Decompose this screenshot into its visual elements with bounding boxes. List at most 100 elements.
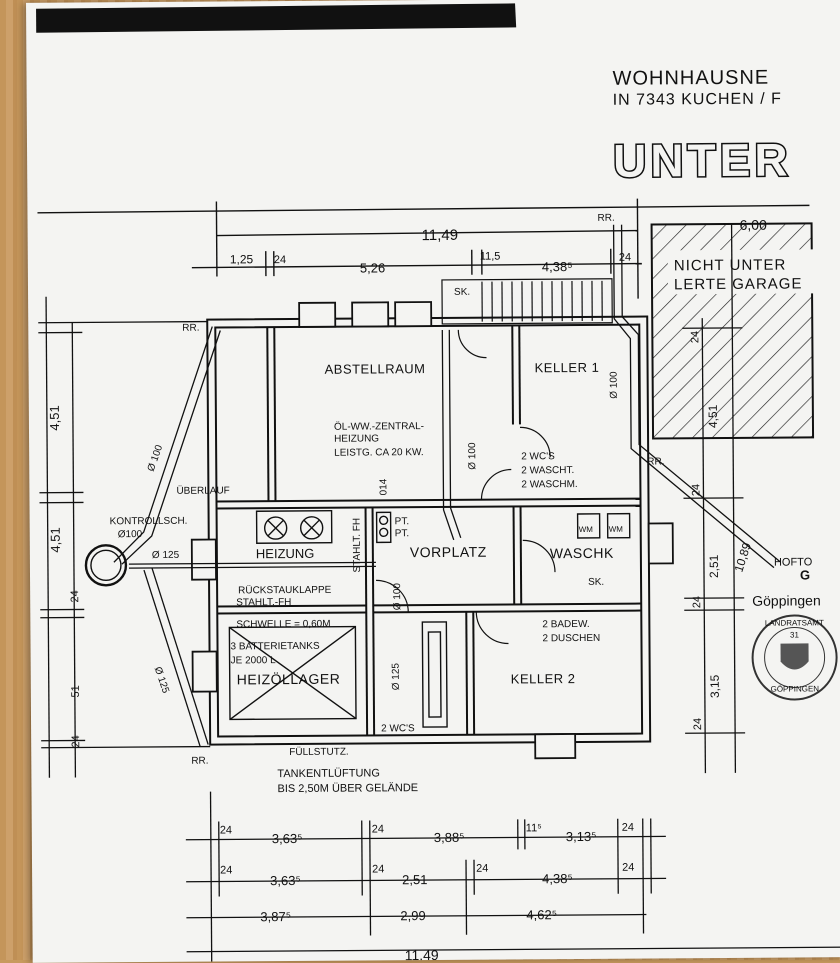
rr-label-4: RR. [191,756,208,767]
plumbing-wc-label: 2 WC'S [521,451,555,462]
dim-left-d: 51 [70,685,82,697]
manhole-symbol [86,545,126,585]
dim-bot2-c: 24 [372,863,384,875]
garage-label-line1: NICHT UNTER [674,257,787,275]
dim-bottom-total: 11,49 [405,947,439,963]
rueckstauklappe-label: RÜCKSTAUKLAPPE [238,584,332,597]
rr-label-3: RR. [647,456,664,467]
stahlt-fh-label: STAHLT. FH [352,518,363,573]
dim-top-f: 24 [619,252,631,264]
dim-left-b: 4,51 [48,527,63,552]
room-abstellraum: ABSTELLRAUM [325,361,426,377]
header-big-title: UNTER [613,134,792,187]
dim-bot1-e: 11⁵ [526,822,542,834]
wm-label-2: WM [609,525,624,534]
fuellstutzen-label: FÜLLSTUTZ. [289,746,349,758]
room-heizoellager: HEIZÖLLAGER [237,670,341,688]
sk-label-top: SK. [454,287,470,298]
dim-right-a: 24 [689,331,701,343]
dim-bot2-b: 3,63⁵ [270,873,301,888]
dim-right-d: 2,51 [707,554,721,578]
tanks-label-2: JE 2000 L [231,655,277,666]
dim-bot2-g: 24 [622,862,634,874]
pipe-d100-a: Ø 100 [146,443,166,473]
pipe-d125-a: Ø 125 [152,550,180,561]
dim-bot1-b: 3,63⁵ [272,831,303,846]
pipe-d100-b: Ø 100 [609,371,620,399]
windows [190,300,674,760]
pipe-d125-b: Ø 125 [152,665,171,695]
stamp-city: Göppingen [752,592,821,608]
room-vorplatz: VORPLATZ [410,544,487,561]
dim-bot3-b: 2,99 [400,908,425,923]
schwelle-label: SCHWELLE = 0,60M [236,619,330,631]
dim-bot2-a: 24 [220,864,232,876]
dim-bot3-a: 3,87⁵ [260,909,291,924]
dim-left-c: 24 [69,590,81,602]
dim-bot2-f: 4,38⁵ [542,871,573,886]
rr-label-1: RR. [182,323,199,334]
dim-bot1-f: 3,13⁵ [566,829,597,844]
dim-top-d: 11,5 [480,251,501,263]
room-keller2: KELLER 2 [511,671,576,686]
official-seal-stamp: LANDRATSAMT 31 GÖPPINGEN [752,615,837,700]
rr-label-2: RR. [597,213,614,224]
heating-note-1: ÖL-WW.-ZENTRAL- [334,420,424,433]
pt-label-2: PT. [395,528,410,539]
scan-top-bar [36,3,516,32]
badewannen-label: 2 BADEW. [542,619,589,630]
label-014: 014 [378,478,389,495]
heating-note-3: LEISTG. CA 20 KW. [334,447,424,459]
stamp-ring-bottom: GÖPPINGEN [771,684,820,693]
dim-top-c: 5,26 [360,260,385,275]
dim-bot1-a: 24 [220,824,232,836]
dim-top-b: 24 [274,254,286,266]
dim-right-c: 24 [690,484,702,496]
kontrollschacht-label: KONTROLLSCH. [110,516,188,528]
dim-right-e: 24 [691,596,703,608]
kontrollschacht-diameter: Ø100 [118,529,143,540]
garage-label-line2: LERTE GARAGE [674,275,803,293]
dim-bot1-g: 24 [622,822,634,834]
plumbing-waschmaschine-label: 2 WASCHM. [521,479,577,490]
heating-note-2: HEIZUNG [334,433,379,444]
room-keller1: KELLER 1 [535,360,600,375]
dim-right-g: 24 [692,718,704,730]
dim-left-e: 24 [70,735,82,747]
header-title-line2: IN 7343 KUCHEN / F [613,91,782,109]
plumbing-waschtisch-label: 2 WASCHT. [521,465,574,476]
pipe-d100-c: Ø 100 [467,442,478,470]
g-label: G [800,567,810,582]
wm-label-1: WM [579,525,594,534]
dim-top-e: 4,38⁵ [542,259,573,274]
rueckstauklappe-sub: STAHLT.-FH [236,597,291,608]
dim-right-b: 4,51 [706,404,720,428]
pt-label-1: PT. [395,516,410,527]
floor-plan-drawing: WOHNHAUSNE IN 7343 KUCHEN / F UNTER 11,4… [26,0,840,963]
dim-bot3-c: 4,62⁵ [526,907,557,922]
room-waschkueche: WASCHK [550,545,614,561]
pipe-d100-d: Ø 100 [392,583,403,611]
dim-top-a: 1,25 [230,252,254,266]
dim-right-f: 3,15 [708,674,722,698]
room-heizung: HEIZUNG [256,546,315,561]
sk-label-waschk: SK. [588,577,604,588]
dim-bot2-d: 2,51 [402,872,427,887]
stamp-ring-number: 31 [790,630,800,639]
dim-left-a: 4,51 [47,405,62,430]
stamp-ring-top: LANDRATSAMT [765,618,824,627]
tankentlueftung-sub: BIS 2,50M ÜBER GELÄNDE [277,782,418,795]
pipe-d125-c: Ø 125 [391,663,402,691]
dim-diagonal: 10,89 [732,541,755,574]
dim-bot1-d: 3,88⁵ [434,830,465,845]
header-title-line1: WOHNHAUSNE [612,67,769,90]
duschen-label: 2 DUSCHEN [542,633,600,644]
ueberlauf-label: ÜBERLAUF [176,484,229,496]
dim-bot1-c: 24 [372,823,384,835]
tankentlueftung-label: TANKENTLÜFTUNG [277,767,380,780]
tanks-label-1: 3 BATTERIETANKS [230,641,319,653]
wc-label-2: 2 WC'S [381,723,415,734]
dim-bot2-e: 24 [476,863,488,875]
dim-top-total: 11,49 [422,227,459,244]
plan-sheet: WOHNHAUSNE IN 7343 KUCHEN / F UNTER 11,4… [26,0,840,963]
